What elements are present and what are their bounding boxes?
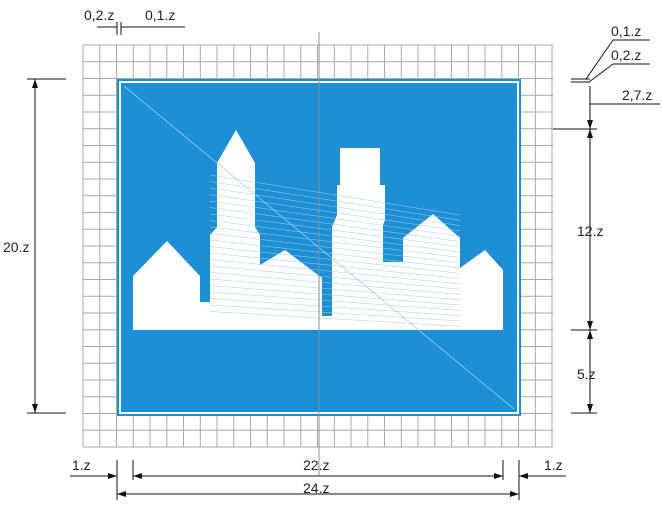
label-left-height: 20.z <box>3 239 29 255</box>
hatch-line <box>209 239 461 269</box>
town-skyline-icon <box>133 130 503 330</box>
dim-top-right-leader-b <box>588 63 614 83</box>
arrowhead <box>587 120 593 129</box>
arrowhead <box>510 491 519 497</box>
label-top-left-a: 0,2.z <box>84 7 114 23</box>
arrowhead <box>494 473 503 479</box>
label-top-left-b: 0,1.z <box>145 7 175 23</box>
hatch-line <box>209 200 461 237</box>
hatch-line <box>209 272 461 295</box>
dimension-lines <box>27 22 660 500</box>
skyline-silhouette <box>133 130 503 330</box>
arrowhead <box>587 404 593 413</box>
hatch-line <box>209 181 461 221</box>
arrowhead <box>108 473 117 479</box>
hatch-line <box>209 174 461 216</box>
hatch-line <box>209 265 461 290</box>
arrowhead <box>32 79 38 88</box>
hatch-line <box>209 233 461 263</box>
label-bottom-right: 1.z <box>544 457 563 473</box>
arrowhead <box>587 330 593 339</box>
label-right-lower: 5.z <box>577 366 596 382</box>
hatch-line <box>209 291 461 311</box>
hatch-line <box>209 207 461 242</box>
skyline-hatching <box>209 174 461 327</box>
arrowhead <box>32 404 38 413</box>
arrowhead <box>587 321 593 330</box>
dimension-labels: 0,2.z 0,1.z 0,1.z 0,2.z 2,7.z 12.z 5.z 2… <box>3 7 652 496</box>
hatch-line <box>209 285 461 306</box>
label-bottom-left: 1.z <box>72 457 91 473</box>
hatch-line <box>209 278 461 301</box>
hatch-line <box>209 213 461 248</box>
label-top-right-b: 0,2.z <box>611 47 641 63</box>
hatch-line <box>209 311 461 327</box>
hatch-line <box>209 304 461 322</box>
arrowhead <box>519 473 528 479</box>
dim-top-right-leader-a <box>585 39 614 80</box>
label-right-offset: 2,7.z <box>622 87 652 103</box>
hatch-line <box>209 252 461 279</box>
hatch-line <box>209 246 461 274</box>
hatch-line <box>209 298 461 316</box>
hatch-line <box>209 187 461 226</box>
label-bottom-total: 24.z <box>303 480 329 496</box>
arrowhead <box>587 129 593 138</box>
hatch-line <box>209 259 461 285</box>
label-right-upper: 12.z <box>577 223 603 239</box>
hatch-line <box>209 194 461 232</box>
hatch-line <box>209 226 461 258</box>
label-bottom-middle: 22.z <box>303 457 329 473</box>
hatch-line <box>209 220 461 253</box>
arrowhead <box>133 473 142 479</box>
arrowhead <box>117 491 126 497</box>
label-top-right-a: 0,1.z <box>611 23 641 39</box>
